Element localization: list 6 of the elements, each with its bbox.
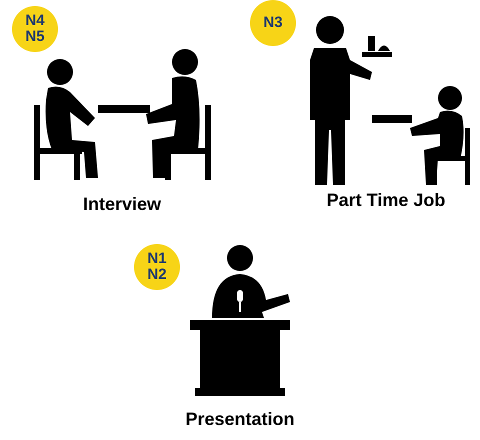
level-badge: N1 N2 [134, 244, 180, 290]
caption: Part Time Job [326, 190, 446, 211]
level-badge: N4 N5 [12, 6, 58, 52]
caption: Presentation [185, 409, 295, 430]
caption: Interview [82, 194, 162, 215]
level-badge: N3 [250, 0, 296, 46]
